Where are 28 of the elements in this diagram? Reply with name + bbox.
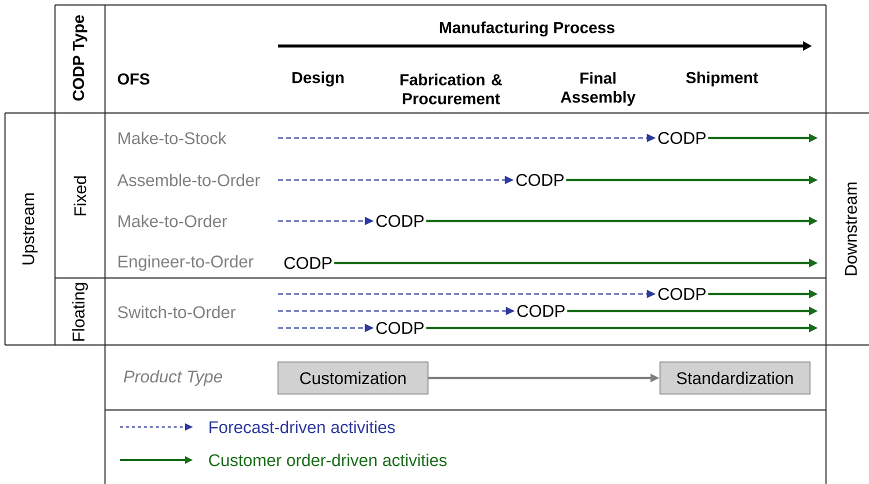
column-header: OFS bbox=[118, 73, 150, 85]
row-label: Product Type bbox=[124, 370, 222, 386]
column-header: Shipment bbox=[686, 72, 758, 86]
row-header: Upstream bbox=[22, 193, 38, 264]
column-header: Design bbox=[292, 72, 344, 86]
legend-text: Forecast-driven activities bbox=[210, 420, 395, 434]
column-header: CODP Type bbox=[72, 15, 88, 101]
legend-text: Customer order-driven activities bbox=[209, 454, 447, 466]
codp-label: CODP bbox=[376, 322, 424, 334]
process-box: Standardization bbox=[660, 362, 810, 394]
codp-label: CODP bbox=[658, 288, 706, 300]
row-label: Engineer-to-Order bbox=[118, 255, 254, 271]
codp-label: CODP bbox=[516, 174, 564, 186]
row-label: Assemble-to-Order bbox=[117, 174, 260, 186]
row-label: Make-to-Stock bbox=[118, 132, 226, 144]
row-header: Downstream bbox=[845, 182, 857, 276]
codp-label: CODP bbox=[284, 257, 332, 269]
column-header: Final Assembly bbox=[560, 72, 636, 106]
row-header: Floating bbox=[72, 282, 88, 341]
codp-label: CODP bbox=[376, 215, 424, 227]
column-header: Fabrication & Procurement bbox=[400, 74, 502, 104]
process-box: Customization bbox=[278, 362, 428, 394]
header-label: Manufacturing Process bbox=[440, 22, 614, 36]
codp-label: CODP bbox=[517, 305, 565, 317]
row-label: Make-to-Order bbox=[118, 214, 228, 228]
row-header: Fixed bbox=[74, 176, 86, 216]
codp-label: CODP bbox=[658, 132, 706, 144]
row-label: Switch-to-Order bbox=[118, 306, 236, 318]
